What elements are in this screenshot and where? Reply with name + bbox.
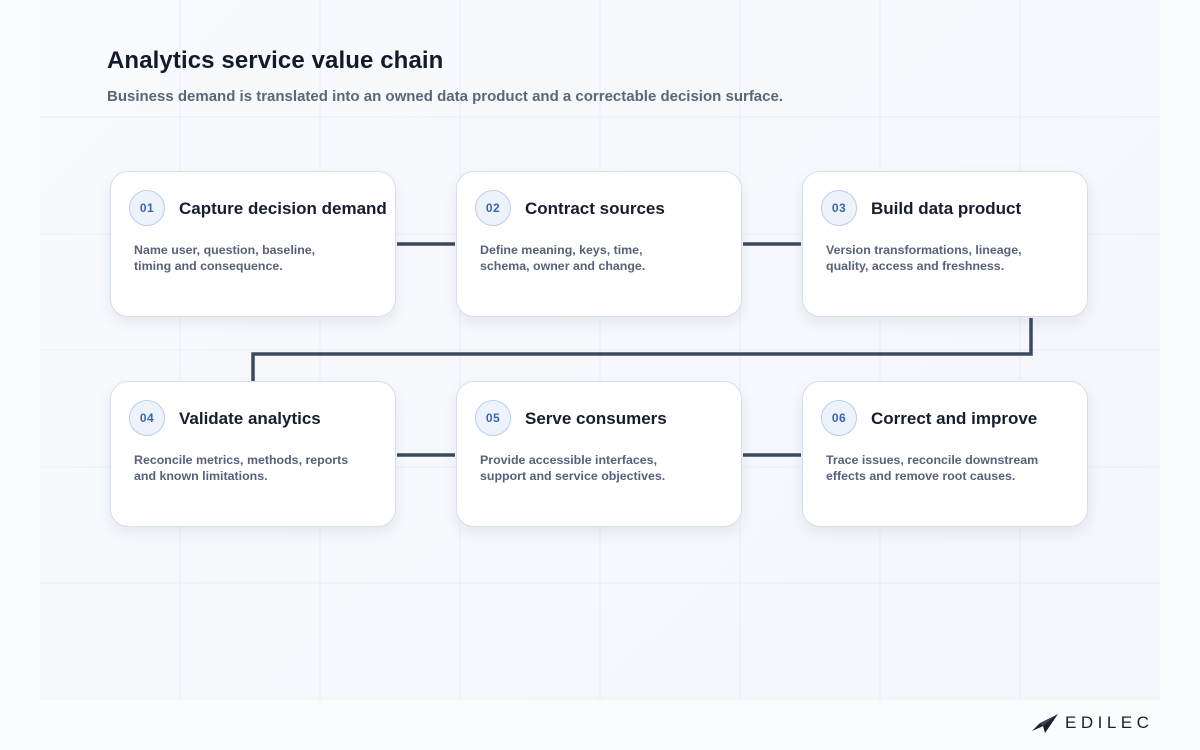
- step-number-badge: 06: [821, 400, 857, 436]
- step-title: Correct and improve: [871, 409, 1038, 428]
- step-title: Contract sources: [525, 199, 665, 218]
- page-title: Analytics service value chain: [107, 47, 444, 74]
- step-description: Provide accessible interfaces, support a…: [480, 453, 666, 483]
- page-subtitle: Business demand is translated into an ow…: [107, 88, 784, 105]
- step-card-02: 02 Contract sources Define meaning, keys…: [456, 171, 742, 317]
- step-description: Version transformations, lineage, qualit…: [826, 243, 1022, 273]
- step-title: Validate analytics: [179, 409, 321, 428]
- brand-logo: EDILEC: [1031, 711, 1153, 735]
- step-number-badge: 02: [475, 190, 511, 226]
- paper-plane-icon: [1032, 714, 1058, 733]
- step-card-05: 05 Serve consumers Provide accessible in…: [456, 381, 742, 527]
- step-title: Capture decision demand: [179, 199, 387, 218]
- step-number-badge: 03: [821, 190, 857, 226]
- step-card-01: 01 Capture decision demand Name user, qu…: [110, 171, 396, 317]
- step-title: Serve consumers: [525, 409, 667, 428]
- step-description: Reconcile metrics, methods, reports and …: [134, 453, 349, 483]
- step-title: Build data product: [871, 199, 1022, 218]
- step-card-04: 04 Validate analytics Reconcile metrics,…: [110, 381, 396, 527]
- step-card-06: 06 Correct and improve Trace issues, rec…: [802, 381, 1088, 527]
- diagram-canvas: [40, 0, 1160, 700]
- step-number-badge: 04: [129, 400, 165, 436]
- step-description: Name user, question, baseline, timing an…: [134, 243, 316, 273]
- step-description: Define meaning, keys, time, schema, owne…: [480, 243, 646, 273]
- step-description: Trace issues, reconcile downstream effec…: [826, 453, 1039, 483]
- step-number-badge: 05: [475, 400, 511, 436]
- step-card-03: 03 Build data product Version transforma…: [802, 171, 1088, 317]
- step-number-badge: 01: [129, 190, 165, 226]
- brand-name: EDILEC: [1065, 713, 1154, 732]
